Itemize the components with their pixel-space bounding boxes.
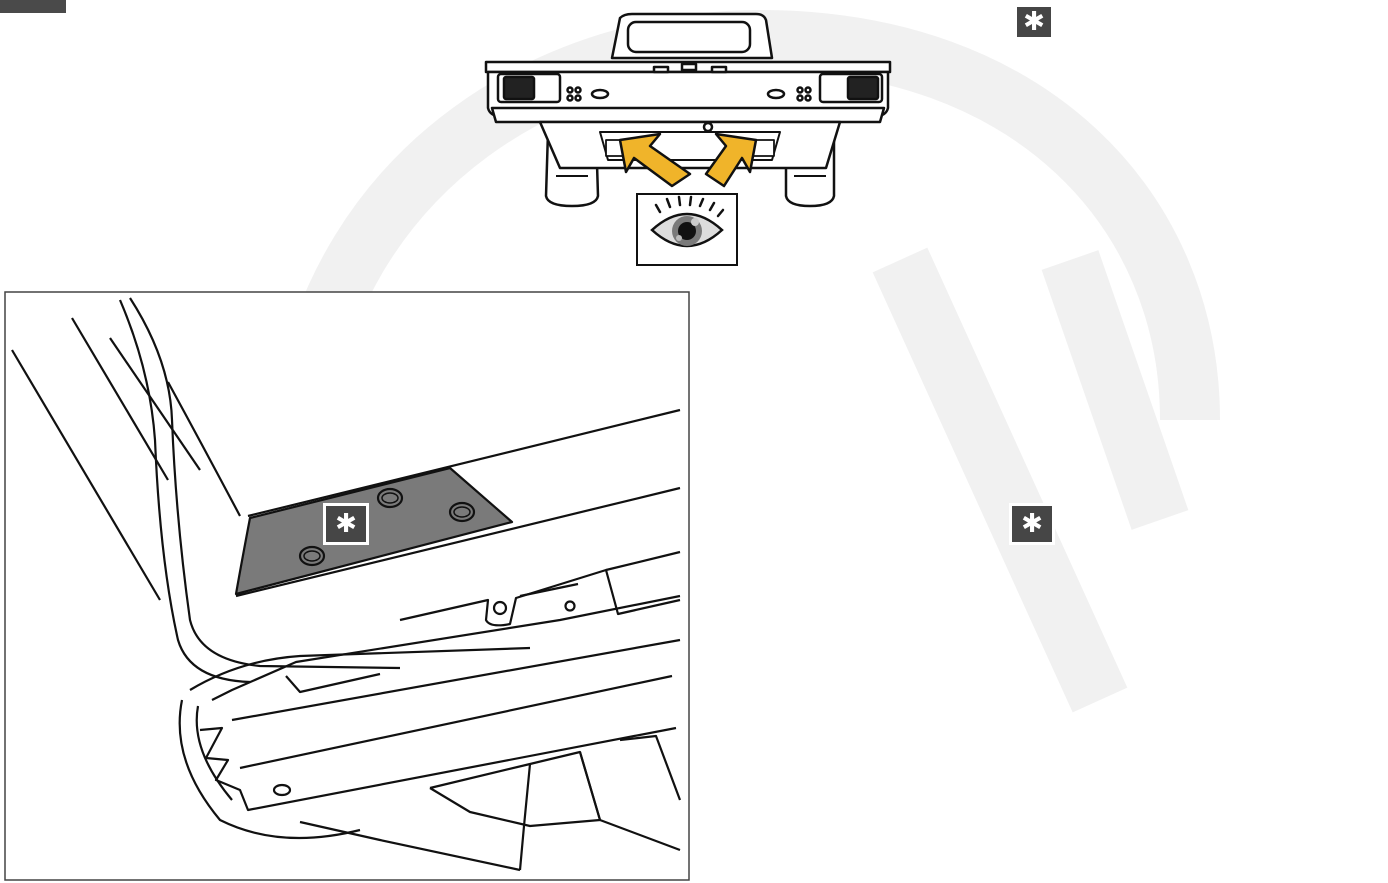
page-corner-tab bbox=[0, 0, 66, 13]
eye-icon bbox=[636, 193, 738, 266]
right-arrow bbox=[704, 132, 758, 188]
left-asterisk-icon: ✱ bbox=[323, 503, 369, 545]
right-asterisk-icon: ✱ bbox=[1009, 503, 1055, 545]
left-arrow bbox=[618, 132, 692, 188]
inspection-arrows bbox=[618, 132, 758, 188]
tools-asterisk-icon: ✱ bbox=[1014, 4, 1054, 40]
left-detail-panel bbox=[4, 291, 690, 881]
